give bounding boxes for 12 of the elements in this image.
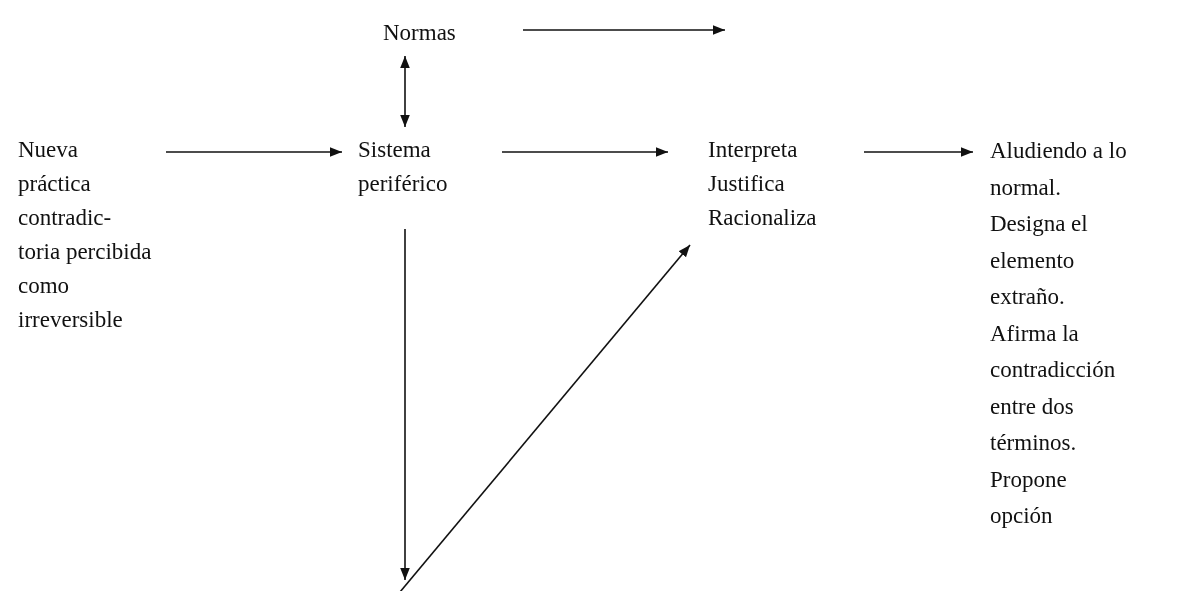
concept-text: Sistema periférico (358, 133, 488, 201)
arrow (501, 147, 669, 157)
arrow (863, 147, 974, 157)
arrow (522, 25, 726, 35)
concept-text: Nueva práctica contradic- toria percibida como irreversible (18, 133, 152, 337)
concept-text: Normas (383, 16, 503, 50)
arrow (165, 147, 343, 157)
arrow (399, 244, 691, 591)
concept-text: Interpreta Justifica Racionaliza (708, 133, 848, 235)
concept-text: Aludiendo a lo normal. Designa el elemento extraño. Afirma la contradicción entre dos términos. Propone opción (990, 133, 1132, 535)
arrow (400, 228, 410, 581)
arrow (400, 55, 410, 128)
